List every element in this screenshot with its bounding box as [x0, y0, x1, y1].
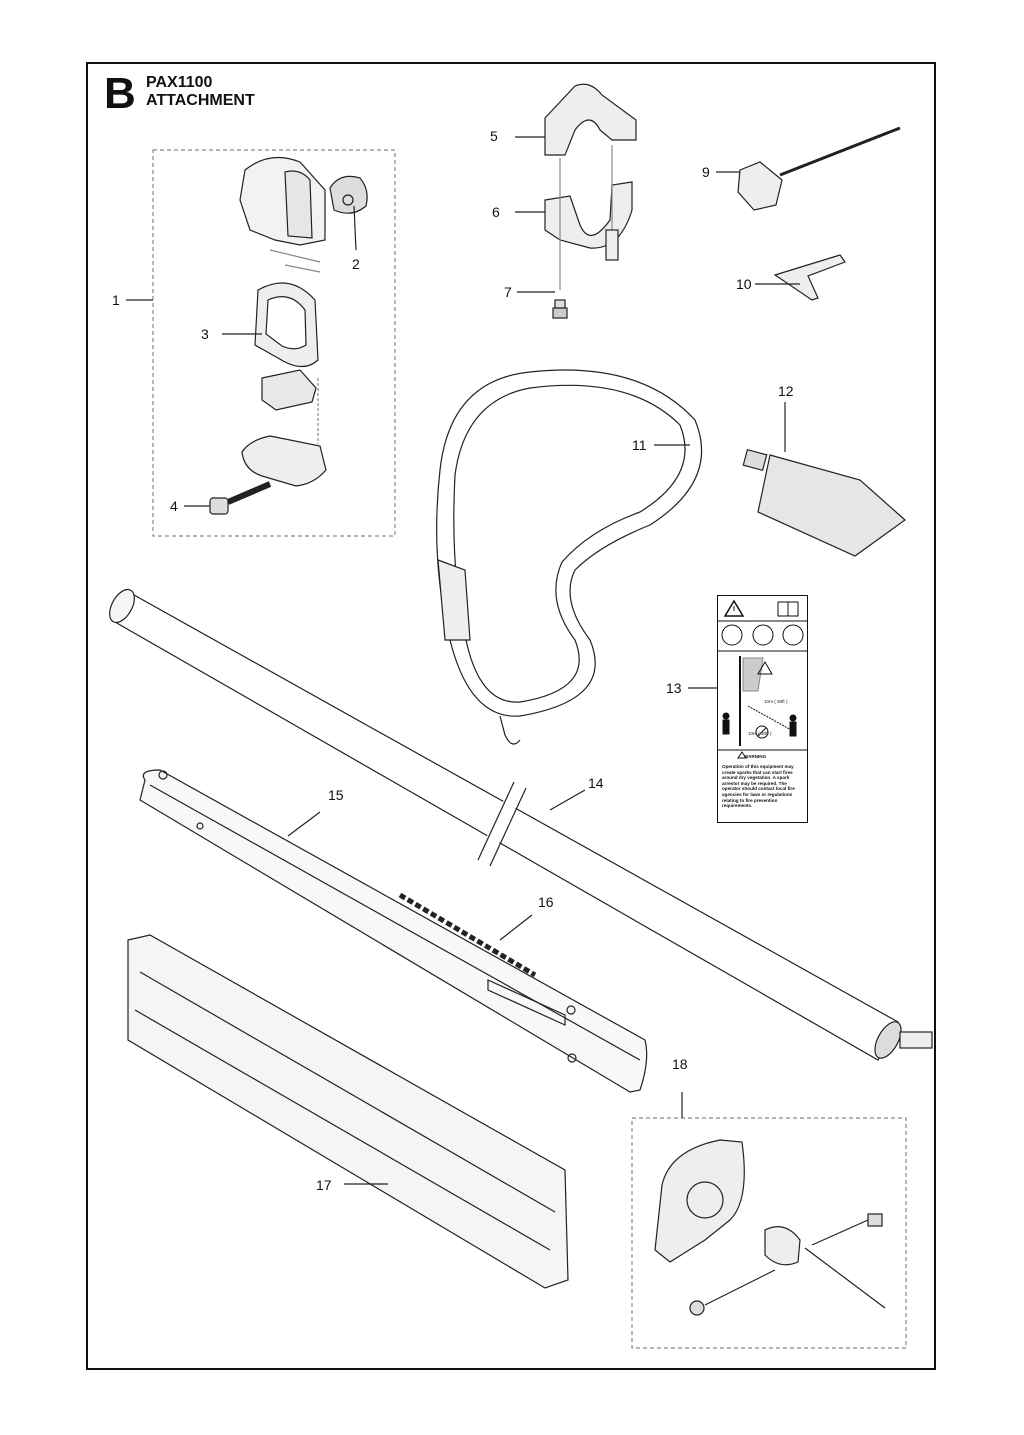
part-4-screw: [184, 481, 272, 515]
callout-13: 13: [666, 680, 682, 696]
distance-label-2: 10m ( 30ft ): [748, 731, 772, 736]
part-1-lower-clamp: [241, 435, 327, 487]
helmet-icon: [721, 624, 743, 646]
callout-2: 2: [352, 256, 360, 272]
part-10-hex-key: [755, 254, 846, 301]
warning-triangle-icon: [723, 599, 745, 617]
part-16-saw-chain: [398, 892, 537, 978]
part-1-block: [261, 369, 317, 411]
callout-6: 6: [492, 204, 500, 220]
safety-label-graphics: [718, 599, 807, 759]
page-title: ATTACHMENT: [146, 92, 255, 109]
part-17-bar-guard: [127, 934, 569, 1289]
person-icon: [722, 712, 730, 720]
part-1-upper-clamp: [239, 156, 326, 273]
gloves-icon: [752, 624, 774, 646]
prohibited-person-icon: [755, 725, 769, 739]
safety-label-13: 10m ( 30ft ) 10m ( 30ft ) WARNING Operat…: [717, 595, 808, 823]
drawing-frame: [86, 62, 936, 1370]
callout-7: 7: [504, 284, 512, 300]
part-3-hanger-ring: [222, 282, 319, 368]
part-9-combination-wrench: [716, 126, 901, 211]
callout-10: 10: [736, 276, 752, 292]
boots-icon: [782, 624, 804, 646]
callout-1: 1: [112, 292, 120, 308]
callout-4: 4: [170, 498, 178, 514]
model-name: PAX1100: [146, 74, 213, 91]
part-2-thumb-nut: [329, 175, 368, 251]
callout-9: 9: [702, 164, 710, 180]
callout-3: 3: [201, 326, 209, 342]
callout-5: 5: [490, 128, 498, 144]
part-15-guide-bar: [139, 769, 648, 1093]
sheet-letter: B: [104, 69, 136, 118]
callout-16: 16: [538, 894, 554, 910]
callout-11: 11: [632, 437, 647, 453]
callout-17: 17: [316, 1177, 332, 1193]
part-12-grease-tube: [742, 402, 906, 557]
callout-12: 12: [778, 383, 794, 399]
callout-15: 15: [328, 787, 344, 803]
warning-heading: WARNING: [744, 754, 767, 759]
part-5-clamp-top: [515, 83, 637, 156]
warning-text: Operation of this equipment may create s…: [722, 764, 795, 809]
group-box-18: [631, 1117, 907, 1349]
fire-warning-icon: [757, 661, 773, 675]
callout-14: 14: [588, 775, 604, 791]
callout-18: 18: [672, 1056, 688, 1072]
part-18-handle-assembly: [654, 1092, 886, 1316]
part-7-bolts: [517, 229, 619, 319]
part-14-shaft-tube: [109, 588, 933, 1061]
part-11-shoulder-strap: [436, 369, 703, 745]
distance-label-1: 10m ( 30ft ): [764, 699, 788, 704]
group-box-1: [152, 149, 396, 537]
